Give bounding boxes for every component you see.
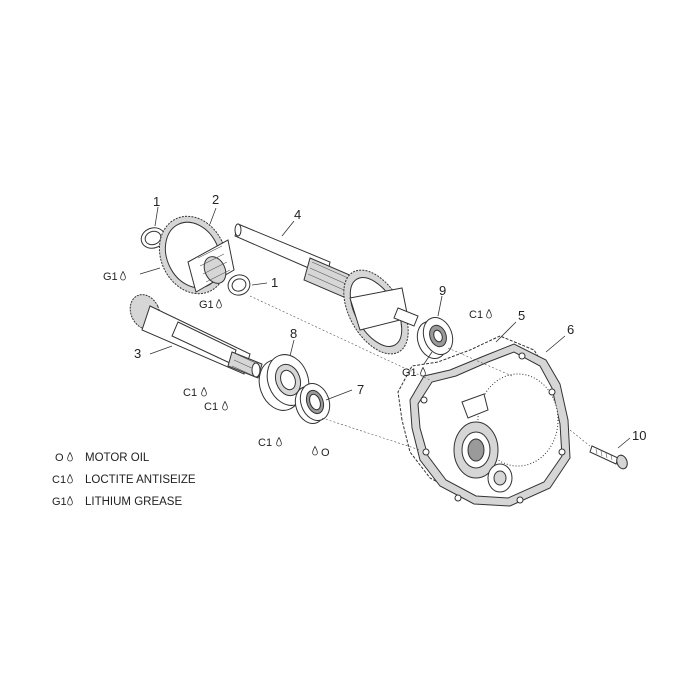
legend-code: G1: [52, 496, 67, 508]
callout-8: 8: [290, 326, 297, 341]
legend-label: LOCTITE ANTISEIZE: [85, 474, 196, 486]
shaft-4[interactable]: [234, 223, 422, 365]
legend-label: MOTOR OIL: [85, 452, 150, 464]
legend-code: O: [55, 452, 64, 464]
lube-marks: G1 G1 C1 C1 C1 O C1 G1: [103, 271, 492, 459]
lube-code-g1-bearing9: G1: [402, 367, 417, 379]
legend-row-loctite: C1 LOCTITE ANTISEIZE: [52, 474, 196, 486]
lube-code-c1-shaft-b: C1: [204, 401, 218, 413]
lubricant-legend: O MOTOR OIL C1 LOCTITE ANTISEIZE G1 LITH…: [52, 452, 196, 508]
washer-1-lower[interactable]: [225, 272, 253, 298]
drop-icon: [486, 309, 492, 319]
callout-1-upper: 1: [153, 194, 160, 209]
cover-6[interactable]: [409, 343, 571, 507]
callout-9: 9: [439, 283, 446, 298]
lube-code-c1-bearing8: C1: [258, 437, 272, 449]
drop-icon: [67, 474, 73, 484]
legend-label: LITHIUM GREASE: [85, 496, 182, 508]
drop-icon: [120, 271, 126, 281]
leader-lines: [139, 206, 631, 449]
callout-4: 4: [294, 207, 301, 222]
drop-icon: [276, 437, 282, 447]
gear-2[interactable]: [147, 205, 239, 305]
lube-code-c1-shaft-a: C1: [183, 387, 197, 399]
lube-code-g1-gear-left: G1: [103, 271, 118, 283]
lube-code-c1-bearing9: C1: [469, 309, 483, 321]
assembly-lines: [249, 295, 591, 451]
seal-7[interactable]: [290, 379, 334, 427]
callout-10: 10: [632, 428, 646, 443]
drop-icon: [216, 299, 222, 309]
callout-3: 3: [134, 346, 141, 361]
drop-icon: [201, 387, 207, 397]
drop-icon: [222, 401, 228, 411]
bearing-9[interactable]: [412, 313, 457, 362]
shaft-3[interactable]: [125, 290, 263, 379]
lube-code-o-seal7: O: [321, 447, 330, 459]
drop-icon: [67, 496, 73, 506]
callout-5: 5: [518, 308, 525, 323]
legend-code: C1: [52, 474, 66, 486]
washer-1-upper[interactable]: [138, 224, 167, 251]
screw-10[interactable]: [589, 445, 629, 470]
legend-row-lithium-grease: G1 LITHIUM GREASE: [52, 496, 182, 508]
lube-code-g1-gear-bottom: G1: [199, 299, 214, 311]
callout-6: 6: [567, 322, 574, 337]
callout-2: 2: [212, 192, 219, 207]
legend-row-motor-oil: O MOTOR OIL: [55, 452, 150, 464]
callout-1-lower: 1: [271, 275, 278, 290]
drop-icon: [312, 446, 318, 456]
callout-numbers: 1 2 4 1 3 8 7 9 5 6 10: [134, 192, 646, 443]
callout-7: 7: [357, 382, 364, 397]
drop-icon: [67, 452, 73, 462]
